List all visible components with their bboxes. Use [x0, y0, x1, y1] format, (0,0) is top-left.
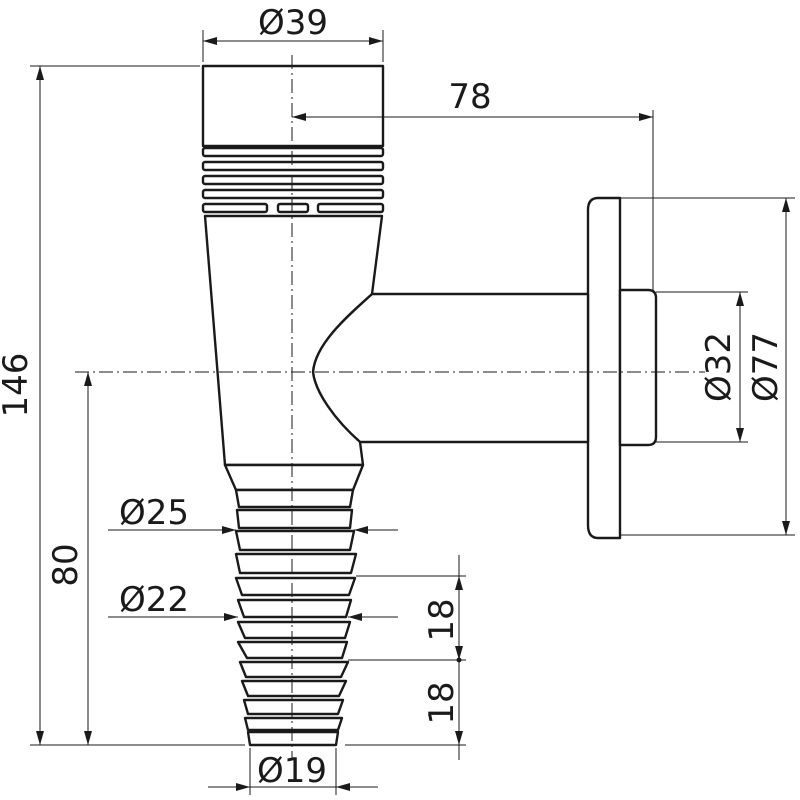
horizontal-arm [311, 292, 590, 444]
label-connection-diameter: Ø32 [699, 332, 739, 402]
label-top-diameter: Ø39 [258, 3, 328, 43]
label-offset-to-wall: 78 [448, 77, 491, 117]
label-total-height: 146 [0, 353, 36, 418]
dim-hose-diameter-mid: Ø22 [108, 580, 398, 621]
label-step-upper: 18 [422, 598, 462, 641]
vertical-body [203, 214, 384, 467]
dim-steps: 18 18 [345, 555, 466, 760]
dim-top-diameter: Ø39 [202, 3, 384, 62]
ribbed-collar [201, 146, 385, 214]
label-axis-height: 80 [46, 543, 86, 586]
label-flange-diameter: Ø77 [746, 332, 786, 402]
dim-flange-diameter: Ø77 [620, 197, 795, 536]
hose-barb [223, 463, 365, 747]
dim-offset-to-wall: 78 [292, 77, 654, 290]
label-hose-diameter-mid: Ø22 [119, 580, 189, 620]
dim-total-height: 146 [0, 65, 245, 746]
dim-hose-diameter-large: Ø25 [108, 493, 398, 534]
label-hose-diameter-small: Ø19 [257, 751, 327, 791]
label-hose-diameter-large: Ø25 [119, 493, 189, 533]
label-step-lower: 18 [422, 681, 462, 724]
top-cap [201, 64, 385, 148]
connector-stub [618, 288, 658, 447]
dim-axis-height: 80 [46, 372, 92, 745]
dim-hose-diameter-small: Ø19 [208, 748, 378, 795]
dim-connection-diameter: Ø32 [656, 291, 748, 443]
wall-flange [586, 196, 622, 540]
